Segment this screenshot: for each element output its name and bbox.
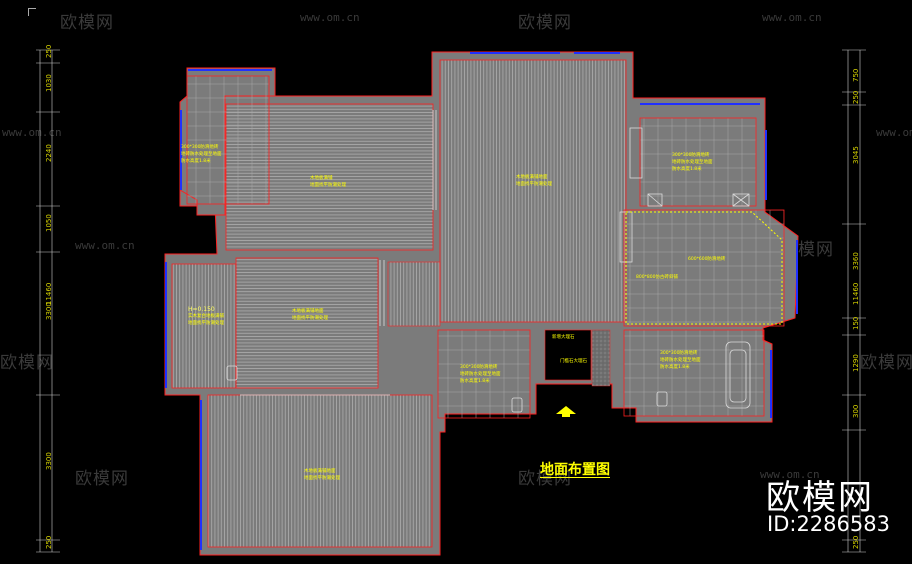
dimension-label: 250: [852, 535, 860, 549]
watermark-logo: 欧模网: [60, 13, 114, 33]
room-note: 新增大理石: [552, 335, 575, 340]
watermark-url: www.om.cn: [762, 11, 822, 24]
watermark-logo: 欧模网: [75, 469, 129, 489]
room-note: 800*800仿古砖斜铺: [636, 275, 678, 280]
dimension-label: 1290: [852, 354, 860, 372]
dimension-label: 3045: [852, 146, 860, 164]
room-floors: [171, 59, 785, 548]
room-note: 300*300防滑地砖 地砖防水处理至地面 防水高度1.8米: [181, 145, 222, 164]
room-note: 600*600防滑地砖: [688, 257, 726, 262]
room-note: H=0.150 实木复合地板满铺 地面找平防潮处理: [188, 306, 224, 326]
fixtures: [226, 110, 751, 413]
dimension-label: 750: [852, 68, 860, 82]
dimension-label: 11460: [852, 282, 860, 305]
watermark-logo: 欧模网: [518, 469, 572, 489]
room-note: 300*300防滑地砖 地砖防水处理至地面 防水高度1.8米: [672, 153, 713, 172]
model-id: ID:2286583: [767, 512, 890, 536]
watermark-url: www.om.cn: [2, 126, 62, 139]
dimension-label: 1050: [45, 214, 53, 232]
tile-border: [625, 211, 783, 325]
room-note: 木地板满铺 地面找平防潮处理: [310, 176, 346, 188]
watermark-logo: 欧模网: [518, 13, 572, 33]
watermark-url: www.om.cn: [75, 239, 135, 252]
brand-logo-text: 欧模网: [766, 478, 874, 518]
dimension-label: 300: [852, 404, 860, 418]
dimension-label: 150: [852, 316, 860, 330]
dimension-label: 250: [45, 44, 53, 58]
watermark-url: www.om.cn: [760, 468, 820, 481]
windows: [165, 52, 798, 550]
drawing-title: 地面布置图: [540, 462, 610, 478]
watermark-url: www.om.cn: [876, 126, 912, 139]
room-note: 木地板满铺地面 地面找平防潮处理: [292, 309, 328, 321]
room-note: 木地板满铺地面 地面找平防潮处理: [516, 175, 552, 187]
room-note: 300*300防滑地砖 地砖防水处理至地面 防水高度1.8米: [460, 365, 501, 384]
entry-arrow-icon: [556, 406, 576, 417]
watermark-url: www.om.cn: [300, 11, 360, 24]
corner-mark: [28, 8, 36, 16]
room-note: 300*300防滑地砖 地砖防水处理至地面 防水高度1.8米: [660, 351, 701, 370]
watermark-logo: 欧模网: [860, 353, 912, 373]
dimension-label: 3360: [852, 252, 860, 270]
dimension-label: 250: [852, 90, 860, 104]
dimension-lines: [36, 49, 866, 553]
dimension-label: 3300: [45, 452, 53, 470]
room-note: 门槛石大理石: [560, 359, 587, 364]
dimension-label: 250: [45, 535, 53, 549]
dimension-label: 11460: [45, 282, 53, 305]
dimension-label: 1030: [45, 74, 53, 92]
dimension-label: 2240: [45, 144, 53, 162]
room-note: 木地板满铺地面 地面找平防潮处理: [304, 469, 340, 481]
